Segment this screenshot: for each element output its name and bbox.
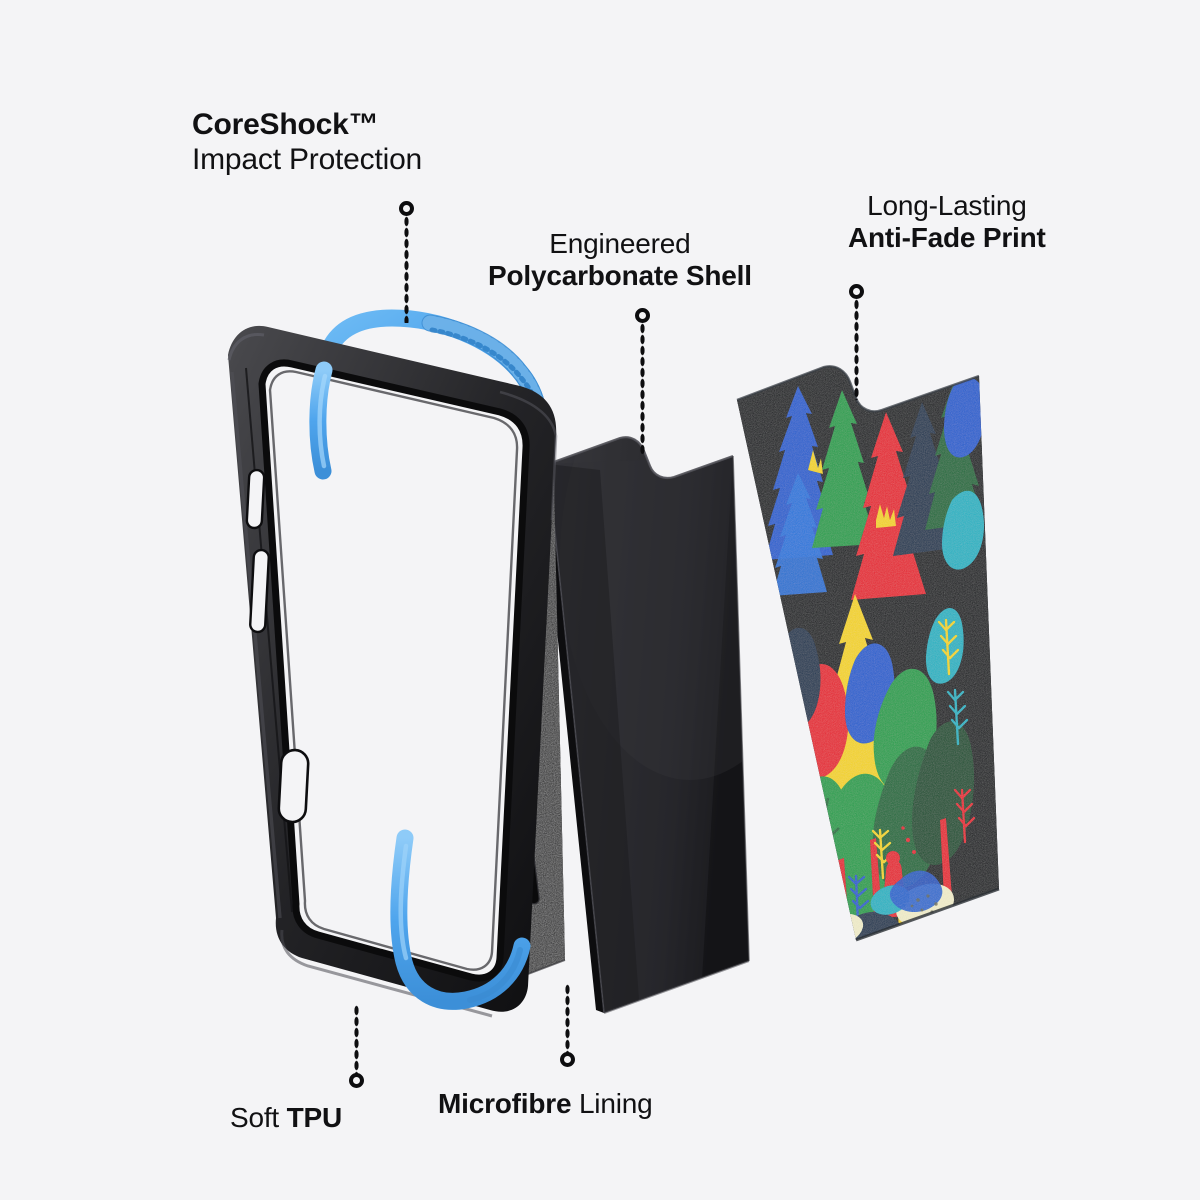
tpu-bumper-frame: [227, 325, 558, 1018]
leader-ring-microfibre: [560, 1052, 575, 1067]
coreshock-band-front-leg: [309, 361, 333, 480]
leader-ring-antifade: [849, 284, 864, 299]
callout-coreshock: CoreShock™ Impact Protection: [192, 108, 422, 178]
callout-antifade-line1: Long-Lasting: [867, 190, 1027, 221]
printed-backplate-layer: [736, 365, 1000, 942]
leader-ring-coreshock: [399, 201, 414, 216]
leader-ring-polycarbonate: [635, 308, 650, 323]
callout-tpu-part-0: Soft: [230, 1102, 287, 1133]
callout-microfibre-part-1: Lining: [578, 1088, 653, 1119]
callout-microfibre-line1: Microfibre Lining: [438, 1088, 653, 1120]
callout-polycarbonate: Engineered Polycarbonate Shell: [488, 228, 752, 293]
callout-coreshock-line2: Impact Protection: [192, 142, 423, 176]
callout-antifade-line2: Anti-Fade Print: [848, 222, 1046, 254]
callout-antifade: Long-Lasting Anti-Fade Print: [848, 190, 1046, 255]
callout-coreshock-line1: CoreShock™: [192, 108, 379, 141]
leader-ring-tpu: [349, 1073, 364, 1088]
coreshock-blue-band-lower: [390, 829, 531, 1010]
callout-microfibre-part-0: Microfibre: [438, 1088, 579, 1119]
callout-polycarbonate-line1: Engineered: [549, 228, 691, 259]
callout-microfibre: Microfibre Lining: [438, 1088, 653, 1120]
callout-tpu-part-1: TPU: [286, 1102, 343, 1133]
callout-tpu-line1: Soft TPU: [230, 1102, 342, 1134]
callout-tpu: Soft TPU: [230, 1102, 342, 1134]
callout-polycarbonate-line2: Polycarbonate Shell: [488, 260, 752, 292]
